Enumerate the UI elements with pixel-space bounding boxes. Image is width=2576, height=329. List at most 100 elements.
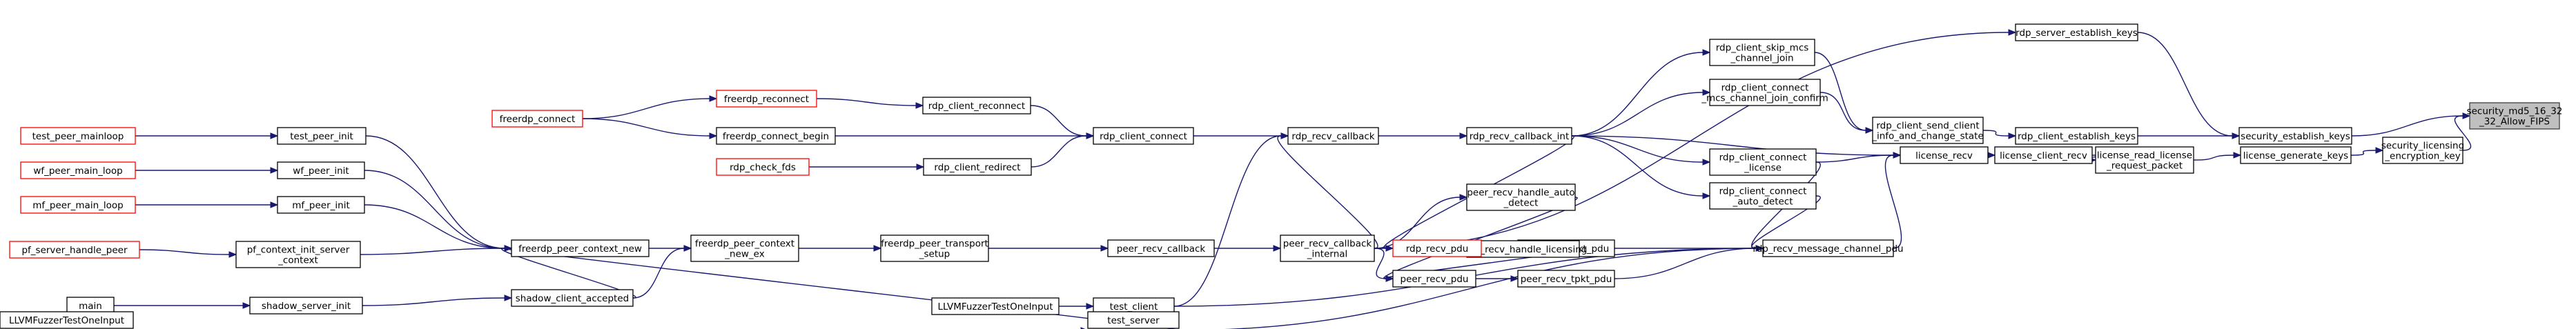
function-node[interactable]: rdp_client_connect: [1093, 127, 1194, 145]
node-label: test_server: [1107, 315, 1160, 326]
function-node[interactable]: security_licensing_encryption_key: [2381, 137, 2464, 164]
node-box: [1466, 127, 1572, 145]
function-node[interactable]: rdp_check_fds: [716, 158, 810, 176]
edge-line: [2351, 115, 2463, 137]
call-edge: [364, 170, 513, 252]
node-label: security_establish_keys: [2241, 131, 2350, 142]
function-node[interactable]: wf_peer_main_loop: [20, 161, 136, 179]
function-node[interactable]: security_establish_keys: [2238, 127, 2352, 145]
edge-line: [816, 98, 917, 106]
call-edge: [2350, 147, 2384, 156]
function-node[interactable]: mf_peer_init: [277, 196, 365, 214]
function-node[interactable]: rdp_recv_callback_int: [1466, 127, 1572, 145]
edge-line: [1173, 135, 1282, 307]
node-label: rdp_recv_callback: [1291, 131, 1374, 142]
call-edge: [799, 245, 882, 252]
function-node[interactable]: peer_recv_handle_licensing: [1459, 240, 1588, 258]
node-box: [690, 235, 799, 262]
edge-line: [1030, 105, 1087, 137]
function-node[interactable]: test_peer_init: [277, 127, 367, 145]
arrow-head: [1702, 192, 1711, 199]
call-edge: [1214, 245, 1282, 252]
node-layer: security_md5_16_32_32_Allow_FIPSsecurity…: [0, 23, 2562, 329]
edge-line: [1374, 197, 1461, 249]
arrow-head: [2462, 112, 2471, 119]
arrow-head: [915, 102, 924, 109]
function-node[interactable]: test_server: [1087, 311, 1180, 329]
function-node[interactable]: rdp_client_establish_keys: [2015, 127, 2138, 145]
edge-line: [582, 118, 710, 137]
call-edge: [1571, 135, 1711, 199]
node-label: test_peer_mainloop: [32, 131, 124, 142]
function-node[interactable]: freerdp_peer_transport_setup: [880, 235, 989, 262]
function-node[interactable]: rdp_client_send_client_info_and_change_s…: [1871, 117, 1984, 144]
function-node[interactable]: license_recv: [1900, 146, 1989, 164]
node-label: rdp_recv_callback_int: [1470, 131, 1570, 142]
function-node[interactable]: rdp_recv_message_channel_pdu: [1753, 239, 1904, 257]
function-node[interactable]: peer_recv_tpkt_pdu: [1517, 270, 1615, 288]
node-box: [922, 97, 1031, 114]
function-node[interactable]: rdp_client_redirect: [923, 158, 1032, 176]
function-node[interactable]: rdp_client_reconnect: [922, 97, 1031, 114]
arrow-head: [873, 245, 882, 252]
call-edge: [632, 245, 692, 299]
function-node[interactable]: pf_server_handle_peer: [9, 241, 140, 259]
arrow-head: [1893, 152, 1902, 159]
arrow-head: [270, 201, 279, 208]
call-edge: [135, 201, 279, 208]
function-node[interactable]: pf_context_init_server_context: [235, 241, 361, 268]
function-node[interactable]: LLVMFuzzerTestOneInput: [0, 311, 134, 329]
edge-line: [1224, 248, 1757, 329]
function-node[interactable]: rdp_client_skip_mcs_channel_join: [1709, 39, 1815, 66]
edge-line: [1614, 248, 1757, 279]
function-node[interactable]: rdp_client_connect_auto_detect: [1709, 182, 1817, 210]
node-label: _new_ex: [724, 249, 764, 260]
function-node[interactable]: rdp_recv_pdu: [1392, 239, 1482, 257]
function-node[interactable]: license_generate_keys: [2240, 146, 2352, 164]
node-label: main: [79, 301, 102, 312]
function-node[interactable]: license_read_license_request_packet: [2095, 146, 2194, 174]
node-label: rdp_client_connect: [1719, 152, 1807, 163]
function-node[interactable]: rdp_recv_callback: [1287, 127, 1379, 145]
function-node[interactable]: license_client_recv: [1994, 146, 2093, 164]
node-box: [1709, 148, 1817, 176]
edge-line: [1571, 135, 1894, 156]
node-label: mf_peer_init: [292, 200, 350, 211]
node-label: rdp_client_send_client: [1876, 121, 1979, 132]
node-label: _auto_detect: [1732, 197, 1793, 208]
node-label: peer_recv_tpkt_pdu: [1521, 274, 1612, 285]
function-node[interactable]: mf_peer_main_loop: [20, 196, 136, 214]
edge-line: [365, 135, 505, 249]
node-label: freerdp_peer_context: [695, 239, 794, 250]
node-label: rdp_client_establish_keys: [2018, 131, 2136, 142]
edge-line: [362, 297, 505, 306]
function-node[interactable]: freerdp_connect_begin: [716, 127, 836, 145]
function-node[interactable]: rdp_server_establish_keys: [2015, 23, 2138, 41]
arrow-head: [2233, 152, 2242, 159]
function-node[interactable]: freerdp_reconnect: [716, 90, 817, 108]
function-node[interactable]: LLVMFuzzerTestOneInput: [931, 297, 1060, 315]
function-node[interactable]: freerdp_peer_context_new_ex: [690, 235, 799, 262]
call-edge: [1378, 132, 1468, 139]
function-node[interactable]: peer_recv_handle_auto_detect: [1466, 183, 1576, 211]
function-node[interactable]: test_peer_mainloop: [20, 127, 136, 145]
node-box: [1280, 235, 1375, 262]
function-node[interactable]: wf_peer_init: [277, 161, 365, 179]
function-node[interactable]: peer_recv_pdu: [1392, 270, 1476, 288]
function-node[interactable]: rdp_client_connect_mcs_channel_join_conf…: [1701, 79, 1828, 106]
function-node[interactable]: shadow_server_init: [249, 297, 363, 315]
function-node[interactable]: freerdp_peer_context_new: [511, 239, 650, 257]
function-node[interactable]: peer_recv_callback_internal: [1280, 235, 1375, 262]
arrow-head: [2008, 132, 2017, 139]
function-node[interactable]: rdp_client_connect_license: [1709, 148, 1817, 176]
function-node[interactable]: peer_recv_callback: [1107, 239, 1215, 257]
node-label: shadow_server_init: [262, 301, 351, 312]
node-box: [511, 239, 650, 257]
edge-line: [1815, 154, 1894, 163]
node-label: _mcs_channel_join_confirm: [1701, 93, 1828, 104]
function-node[interactable]: freerdp_connect: [491, 110, 583, 128]
arrow-head: [1987, 152, 1996, 159]
function-node[interactable]: shadow_client_accepted: [511, 289, 634, 307]
call-edge: [1059, 303, 1095, 310]
node-label: peer_recv_callback: [1117, 243, 1206, 255]
